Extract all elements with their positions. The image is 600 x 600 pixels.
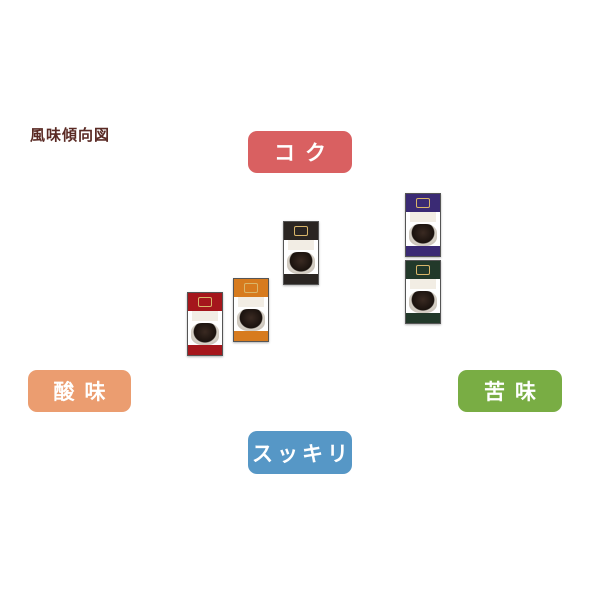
product-package-dark [283,221,319,285]
axis-label-bottom: スッキリ [248,431,352,474]
axis-label-top: コク [248,131,352,173]
axis-label-right: 苦味 [458,370,562,412]
product-package-green [405,260,441,324]
product-package-purple [405,193,441,257]
diagram-title: 風味傾向図 [30,126,111,144]
product-package-orange [233,278,269,342]
axis-label-left: 酸味 [28,370,131,412]
product-package-red [187,292,223,356]
